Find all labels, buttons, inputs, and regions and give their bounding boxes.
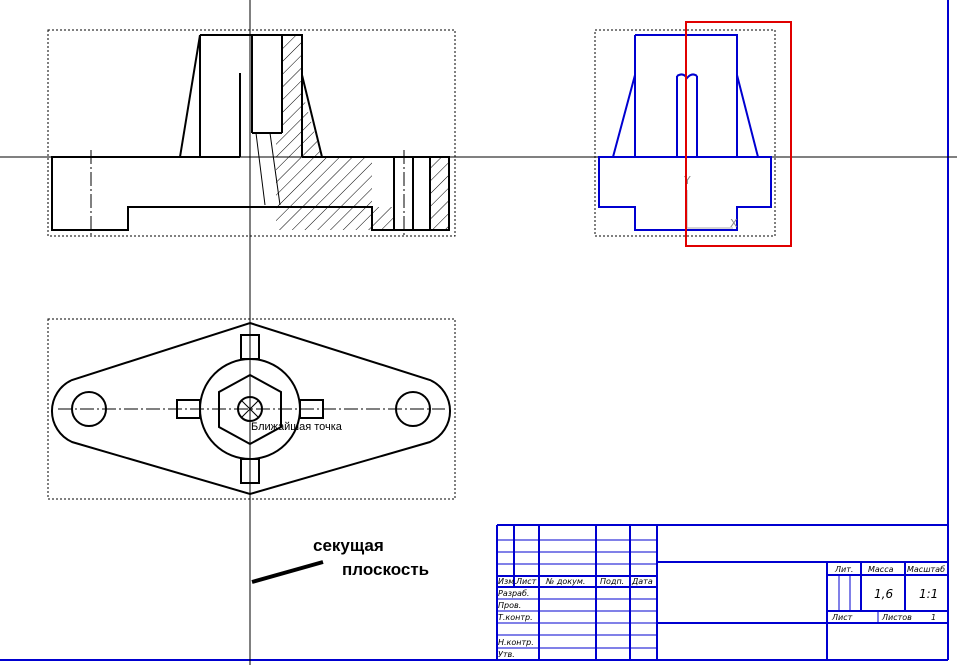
title-block-text: Изм. Лист № докум. Подп. Дата Разраб. Пр… — [498, 565, 945, 659]
callout-cutting-plane: секущая плоскость — [251, 536, 429, 584]
front-view-bounds — [47, 29, 456, 237]
tb-header-sign: Подп. — [600, 577, 624, 586]
top-view-bounds — [47, 318, 456, 500]
tb-mass-label: Масса — [868, 565, 894, 574]
section-hatch-right — [430, 157, 449, 230]
tb-sheets-value: 1 — [931, 613, 936, 622]
tb-row-nkontr: Н.контр. — [498, 638, 534, 647]
tb-scale-value: 1:1 — [919, 587, 938, 601]
top-view[interactable]: Ближайшая точка — [47, 318, 456, 500]
local-axis-icon: Y X — [683, 174, 738, 230]
tb-sheets-label: Листов — [881, 613, 912, 622]
tb-header-list: Лист — [515, 577, 537, 586]
tb-row-razrab: Разраб. — [498, 589, 529, 598]
tb-header-izm: Изм. — [498, 577, 517, 586]
tb-row-tkontr: Т.контр. — [498, 613, 533, 622]
tb-sheet-label: Лист — [831, 613, 853, 622]
selection-highlight — [685, 21, 792, 247]
callout-line2: плоскость — [342, 560, 429, 579]
tb-row-utv: Утв. — [498, 650, 515, 659]
front-view[interactable] — [47, 29, 456, 237]
snap-tooltip: Ближайшая точка — [251, 421, 343, 433]
section-hatch — [276, 35, 394, 230]
tb-scale-label: Масштаб — [907, 565, 945, 574]
tb-mass-value: 1,6 — [874, 587, 893, 601]
callout-line1: секущая — [313, 536, 384, 555]
side-view[interactable]: Y X — [594, 21, 792, 247]
tb-lit-label: Лит. — [834, 565, 853, 574]
title-block — [496, 524, 948, 660]
axis-x-label: X — [730, 217, 738, 230]
tb-header-doc: № докум. — [545, 577, 585, 586]
tb-header-date: Дата — [631, 577, 653, 586]
tb-row-prov: Пров. — [498, 601, 521, 610]
